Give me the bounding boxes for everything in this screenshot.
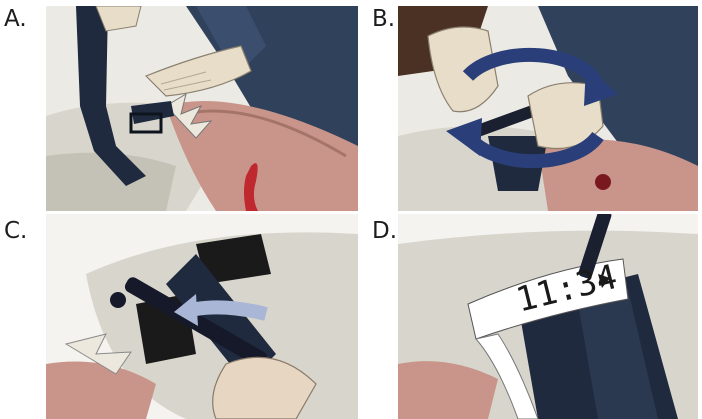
- panel-label-d: D.: [372, 220, 397, 243]
- panel-c-illustration: [46, 214, 358, 419]
- panel-label-c: C.: [4, 220, 27, 243]
- panel-label-a: A.: [4, 8, 27, 31]
- panel-label-b: B.: [372, 8, 395, 31]
- panel-a-illustration: [46, 6, 358, 211]
- panel-b-illustration: [398, 6, 698, 211]
- panel-d-illustration: 11:34: [398, 214, 698, 419]
